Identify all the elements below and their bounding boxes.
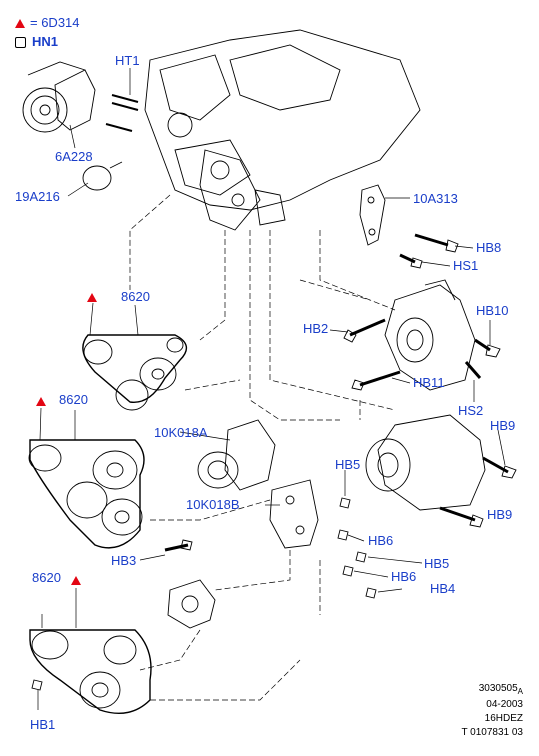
warning-triangle-icon bbox=[71, 576, 81, 585]
alternator bbox=[384, 284, 476, 391]
label-hb8[interactable]: HB8 bbox=[476, 240, 502, 255]
tensioner-10k018a bbox=[197, 451, 239, 489]
label-hs2[interactable]: HS2 bbox=[458, 403, 484, 418]
label-19a216[interactable]: 19A216 bbox=[15, 189, 60, 204]
label-hs1[interactable]: HS1 bbox=[453, 258, 479, 273]
label-hb6-upper[interactable]: HB6 bbox=[368, 533, 394, 548]
footer-ref: 3030505A bbox=[478, 683, 523, 696]
label-belt-8620-middle[interactable]: 8620 bbox=[59, 392, 88, 407]
drive-belt-3 bbox=[29, 629, 152, 714]
tensioner-pulley bbox=[22, 87, 68, 133]
label-hb5-upper[interactable]: HB5 bbox=[335, 457, 361, 472]
warning-triangle-icon bbox=[36, 397, 46, 406]
label-hb6-lower[interactable]: HB6 bbox=[391, 569, 417, 584]
label-hb3[interactable]: HB3 bbox=[111, 553, 137, 568]
label-hb5-lower[interactable]: HB5 bbox=[424, 556, 450, 571]
bracket-10k018b bbox=[269, 479, 319, 549]
engine-block bbox=[144, 29, 421, 211]
label-hb9-upper[interactable]: HB9 bbox=[490, 418, 516, 433]
footer-date: 04-2003 bbox=[486, 699, 523, 710]
label-hb2[interactable]: HB2 bbox=[303, 321, 329, 336]
label-hb9-lower[interactable]: HB9 bbox=[487, 507, 513, 522]
power-steering-pump bbox=[167, 579, 216, 629]
footer-engine: 16HDEZ bbox=[484, 713, 523, 724]
label-hb11[interactable]: HB11 bbox=[413, 375, 445, 390]
label-hb1[interactable]: HB1 bbox=[30, 717, 56, 732]
idler-pulley bbox=[82, 165, 112, 191]
label-hb10[interactable]: HB10 bbox=[476, 303, 509, 318]
label-belt-8620-bottom[interactable]: 8620 bbox=[32, 570, 61, 585]
label-belt-8620-top[interactable]: 8620 bbox=[121, 289, 150, 304]
drive-belt-1 bbox=[82, 334, 188, 403]
warning-triangle-icon bbox=[15, 19, 25, 28]
warning-triangle-icon bbox=[87, 293, 97, 302]
label-10k018a[interactable]: 10K018A bbox=[154, 425, 208, 440]
label-6a228[interactable]: 6A228 bbox=[55, 149, 93, 164]
drive-belt-2 bbox=[29, 439, 145, 549]
label-10k018b[interactable]: 10K018B bbox=[186, 497, 240, 512]
label-hb4[interactable]: HB4 bbox=[430, 581, 456, 596]
ac-compressor bbox=[377, 414, 486, 511]
label-ht1[interactable]: HT1 bbox=[115, 53, 140, 68]
footer-code: T 0107831 03 bbox=[461, 727, 523, 738]
label-10a313[interactable]: 10A313 bbox=[413, 191, 458, 206]
legend-nut-ref: HN1 bbox=[32, 34, 59, 49]
legend-part-ref: = 6D314 bbox=[30, 15, 80, 30]
nut-icon bbox=[15, 37, 26, 48]
bracket-10a313 bbox=[359, 184, 386, 246]
